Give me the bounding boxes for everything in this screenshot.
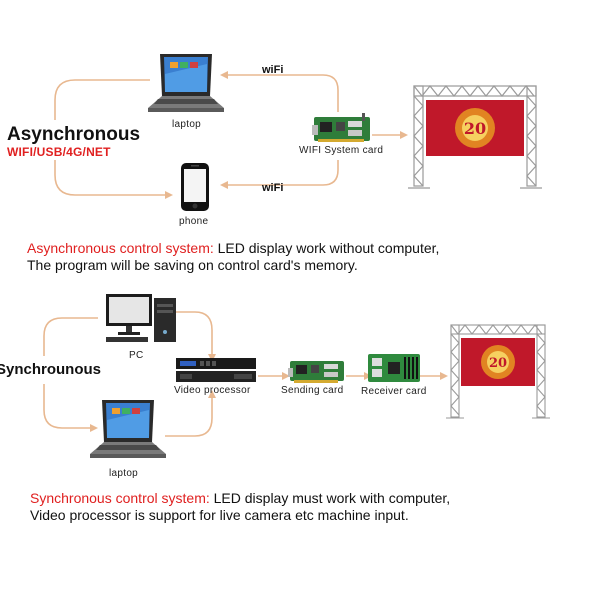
video-processor-label: Video processor — [174, 385, 251, 396]
sync-desc-heading: Synchronous control system: — [30, 490, 210, 506]
sync-desc-line1: Synchronous control system: LED display … — [30, 490, 450, 507]
laptop-icon — [148, 54, 224, 112]
async-desc-line1: Asynchronous control system: LED display… — [27, 240, 439, 257]
async-phone-label: phone — [179, 216, 209, 227]
sync-description: Synchronous control system: LED display … — [30, 490, 450, 524]
control-card-icon — [312, 113, 370, 142]
sync-pc — [104, 292, 180, 344]
phone-icon — [181, 163, 209, 211]
desktop-pc-icon — [106, 294, 176, 342]
async-title: Asynchronous — [7, 124, 141, 145]
sync-laptop — [88, 398, 168, 460]
receiver-card-label: Receiver card — [361, 386, 427, 397]
sync-desc-line2: Video processor is support for live came… — [30, 507, 409, 523]
wifi-bottom-label: wiFi — [262, 182, 284, 194]
async-desc-heading: Asynchronous control system: — [27, 240, 214, 256]
svg-text:20: 20 — [464, 119, 486, 138]
async-desc-line1-rest: LED display work without computer, — [213, 240, 440, 256]
sync-laptop-label: laptop — [109, 468, 139, 479]
laptop-icon — [90, 400, 166, 458]
async-description: Asynchronous control system: LED display… — [27, 240, 439, 274]
async-phone — [180, 162, 210, 212]
wifi-top-label: wiFi — [262, 64, 284, 76]
sending-card-label: Sending card — [281, 385, 344, 396]
sync-desc-line1-rest: LED display must work with computer, — [209, 490, 451, 506]
async-laptop-label: laptop — [172, 119, 202, 130]
async-led-screen: 20 — [408, 85, 542, 189]
wifi-card-label: WIFI System card — [299, 145, 384, 156]
sync-pc-label: PC — [129, 350, 144, 361]
wifi-bottom: wiFi — [262, 178, 283, 196]
video-processor-icon — [176, 358, 256, 382]
receiver-card-icon — [368, 354, 420, 382]
sending-card-icon — [288, 361, 344, 383]
wifi-top: wiFi — [262, 60, 283, 78]
sending-card — [288, 358, 348, 386]
async-subtitle: WIFI/USB/4G/NET — [7, 145, 111, 159]
video-processor — [174, 356, 260, 386]
receiver-card — [366, 352, 422, 384]
sync-title: Synchrounous — [0, 361, 102, 378]
async-laptop — [146, 52, 226, 114]
svg-text:20: 20 — [489, 356, 507, 371]
sync-led-screen: 20 — [446, 324, 550, 419]
async-desc-line2: The program will be saving on control ca… — [27, 257, 358, 273]
wifi-system-card — [312, 113, 374, 145]
